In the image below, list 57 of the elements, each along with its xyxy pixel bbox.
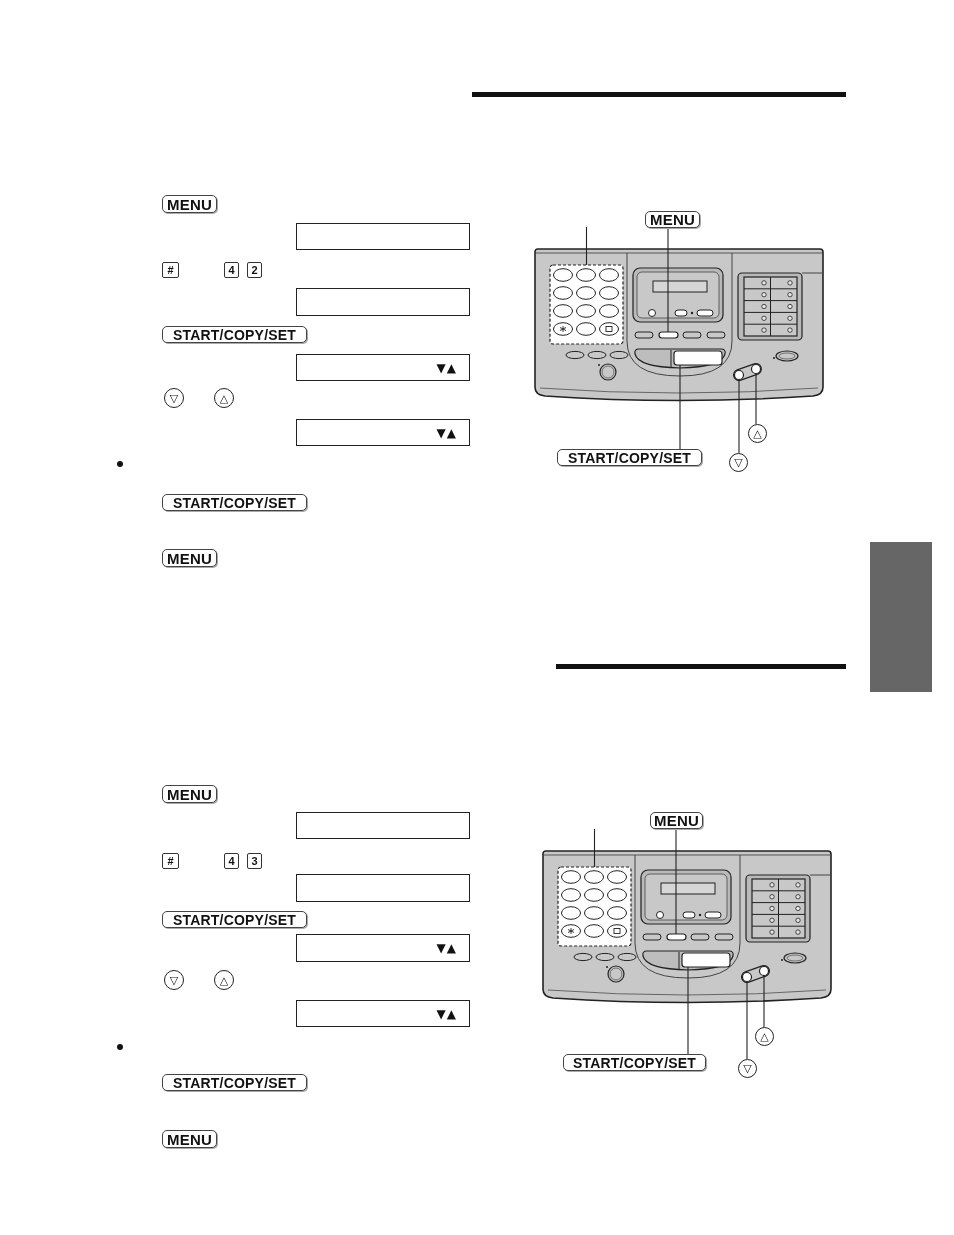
arrow-key-symbol: △ xyxy=(755,1027,774,1046)
key-cap: MENU xyxy=(162,549,217,567)
leader-line xyxy=(679,364,681,450)
menu-button xyxy=(658,331,679,339)
arrow-key-symbol: ▽ xyxy=(729,453,748,472)
fax-panel-drawing xyxy=(534,248,824,402)
key-cap: 4 xyxy=(224,853,239,869)
display-panel: ▼▲ xyxy=(296,354,470,381)
arrow-key-symbol: ▽ xyxy=(738,1059,757,1078)
display-panel xyxy=(296,288,470,316)
leader-line xyxy=(593,828,596,868)
key-cap: # xyxy=(162,853,179,869)
display-panel: ▼▲ xyxy=(296,1000,470,1027)
key-cap: START/COPY/SET xyxy=(557,449,702,466)
up-button xyxy=(750,363,762,375)
leader-line xyxy=(746,980,748,1060)
key-cap: START/COPY/SET xyxy=(162,1074,307,1091)
dial-keypad xyxy=(549,264,624,345)
key-cap: # xyxy=(162,262,179,278)
side-tab xyxy=(870,542,932,692)
key-cap: MENU xyxy=(162,785,217,803)
display-panel xyxy=(296,812,470,839)
down-button xyxy=(733,369,745,381)
leader-line xyxy=(763,974,765,1028)
up-button xyxy=(758,965,770,977)
key-cap: MENU xyxy=(645,211,700,228)
dial-keypad xyxy=(557,866,632,947)
leader-line xyxy=(755,372,757,425)
key-cap: MENU xyxy=(162,195,217,213)
arrow-key-symbol: ▽ xyxy=(164,388,184,408)
start-button xyxy=(673,350,723,366)
key-cap: START/COPY/SET xyxy=(162,494,307,511)
leader-line xyxy=(687,966,689,1055)
leader-line xyxy=(675,828,677,935)
key-cap: MENU xyxy=(162,1130,217,1148)
leader-line xyxy=(738,378,740,454)
display-panel xyxy=(296,874,470,902)
key-cap: 4 xyxy=(224,262,239,278)
leader-line xyxy=(667,227,669,333)
fax-panel-drawing xyxy=(542,850,832,1004)
key-cap: START/COPY/SET xyxy=(162,326,307,343)
arrow-key-symbol: ▽ xyxy=(164,970,184,990)
arrow-key-symbol: △ xyxy=(214,970,234,990)
key-cap: START/COPY/SET xyxy=(162,911,307,928)
arrow-key-symbol: △ xyxy=(214,388,234,408)
key-cap: 3 xyxy=(247,853,262,869)
start-button xyxy=(681,952,731,968)
menu-button xyxy=(666,933,687,941)
display-panel: ▼▲ xyxy=(296,419,470,446)
arrow-key-symbol: △ xyxy=(748,424,767,443)
leader-line xyxy=(585,226,588,266)
display-panel xyxy=(296,223,470,250)
key-cap: MENU xyxy=(650,812,703,829)
key-cap: 2 xyxy=(247,262,262,278)
down-button xyxy=(741,971,753,983)
key-cap: START/COPY/SET xyxy=(563,1054,706,1071)
display-panel: ▼▲ xyxy=(296,934,470,962)
